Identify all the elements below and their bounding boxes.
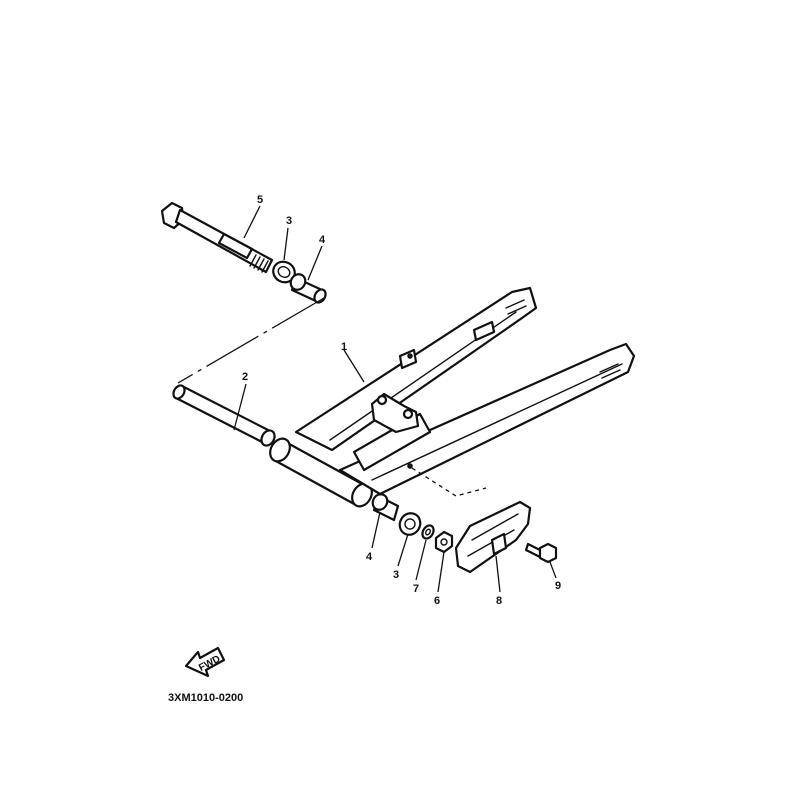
pivot-bolt-upper: [160, 201, 274, 274]
callout-4-lower: 4: [366, 551, 373, 563]
chain-guard: [454, 500, 532, 574]
bearing-lower: [398, 512, 422, 536]
washer: [421, 524, 435, 540]
callout-8: 8: [496, 595, 502, 607]
nut: [434, 530, 454, 554]
bushing-lower: [371, 493, 400, 522]
rear-arm: [269, 286, 636, 508]
callout-9: 9: [555, 580, 561, 592]
guard-bolt: [524, 542, 558, 564]
pivot-shaft: [172, 384, 276, 447]
callout-3-lower: 3: [393, 569, 399, 581]
leader-lines: [233, 205, 557, 593]
diagram-code: 3XM1010-0200: [168, 692, 243, 704]
forward-arrow-icon: FWD: [184, 646, 226, 678]
callout-7: 7: [413, 583, 419, 595]
callout-1: 1: [341, 341, 347, 353]
collar-sleeve-upper: [217, 232, 254, 260]
callout-2: 2: [242, 371, 248, 383]
callout-3-upper: 3: [286, 215, 292, 227]
callout-4-upper: 4: [319, 234, 326, 246]
callout-6: 6: [434, 595, 440, 607]
callout-5: 5: [257, 194, 263, 206]
